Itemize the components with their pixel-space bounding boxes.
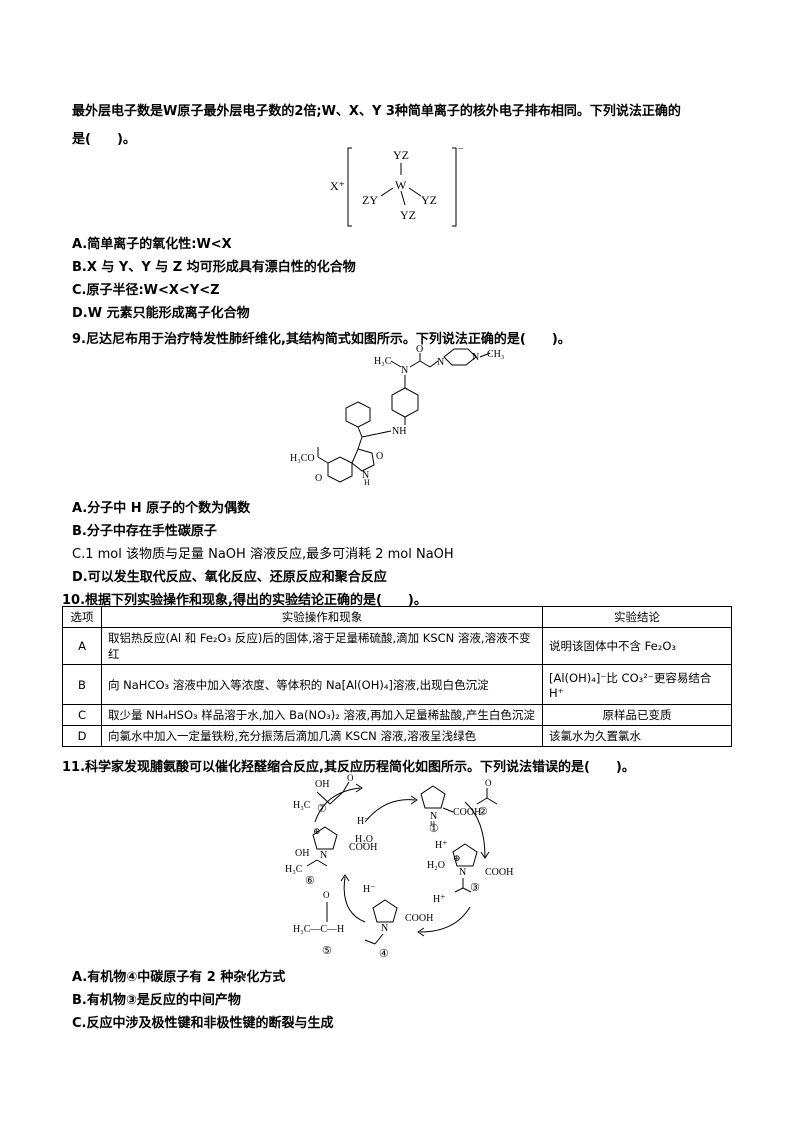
q8-stem-line1: 最外层电子数是W原子最外层电子数的2倍;W、X、Y 3种简单离子的核外电子排布相… bbox=[72, 104, 681, 119]
q10-stem: 10.根据下列实验操作和现象,得出的实验结论正确的是( )。 bbox=[62, 593, 427, 608]
q9-n1: N bbox=[401, 365, 408, 376]
svg-text:H⁺: H⁺ bbox=[435, 840, 448, 851]
svg-text:N: N bbox=[459, 867, 466, 878]
svg-text:N: N bbox=[381, 923, 388, 934]
svg-text:⑥: ⑥ bbox=[305, 875, 315, 887]
svg-text:④: ④ bbox=[379, 948, 389, 960]
svg-text:COOH: COOH bbox=[405, 913, 433, 924]
svg-text:COOH: COOH bbox=[485, 867, 513, 878]
svg-text:H⁻: H⁻ bbox=[357, 816, 370, 827]
row-option: D bbox=[62, 725, 102, 747]
q9-me2: CH₃ bbox=[487, 349, 504, 360]
q11-stem: 11.科学家发现脯氨酸可以催化羟醛缩合反应,其反应历程简化如图所示。下列说法错误… bbox=[62, 760, 635, 775]
svg-text:N: N bbox=[430, 811, 437, 822]
q11-cycle-diagram: N H COOH ① OH H₃C O ⑦ H⁻ H₂O O ② H⁺ H₂O … bbox=[285, 773, 513, 960]
row-conclusion: 说明该固体中不含 Fe₂O₃ bbox=[542, 627, 732, 665]
svg-text:N: N bbox=[320, 850, 327, 861]
table-row: C 取少量 NH₄HSO₃ 样品溶于水,加入 Ba(NO₃)₂ 溶液,再加入足量… bbox=[62, 704, 732, 726]
svg-text:H₂O: H₂O bbox=[427, 860, 445, 871]
row-conclusion: [Al(OH)₄]⁻比 CO₃²⁻更容易结合 H⁺ bbox=[542, 664, 732, 705]
table-row: B 向 NaHCO₃ 溶液中加入等浓度、等体积的 Na[Al(OH)₄]溶液,出… bbox=[62, 664, 732, 705]
q11-option-c: C.反应中涉及极性键和非极性键的断裂与生成 bbox=[72, 1016, 334, 1031]
table-row: D 向氯水中加入一定量铁粉,充分振荡后滴加几滴 KSCN 溶液,溶液呈浅绿色 该… bbox=[62, 725, 732, 747]
header-conclusion: 实验结论 bbox=[542, 606, 732, 628]
q8-option-b: B.X 与 Y、Y 与 Z 均可形成具有漂白性的化合物 bbox=[72, 260, 356, 275]
q8-option-c: C.原子半径:W<X<Y<Z bbox=[72, 283, 220, 298]
svg-text:H₃C: H₃C bbox=[285, 864, 303, 875]
row-option: C bbox=[62, 704, 102, 726]
svg-text:②: ② bbox=[478, 806, 488, 818]
q8-bottom: YZ bbox=[400, 208, 416, 222]
q8-center: W bbox=[395, 178, 407, 192]
header-operation: 实验操作和现象 bbox=[101, 606, 543, 628]
svg-text:①: ① bbox=[429, 823, 439, 835]
q9-h: H bbox=[364, 478, 370, 485]
q9-o2: O bbox=[315, 473, 322, 484]
svg-text:⑦: ⑦ bbox=[317, 803, 327, 815]
svg-text:H₃C: H₃C bbox=[293, 800, 311, 811]
q9-option-d: D.可以发生取代反应、氧化反应、还原反应和聚合反应 bbox=[72, 570, 387, 585]
q9-option-c: C.1 mol 该物质与足量 NaOH 溶液反应,最多可消耗 2 mol NaO… bbox=[72, 547, 454, 562]
svg-text:H⁺: H⁺ bbox=[433, 894, 446, 905]
q9-me1: H₃C bbox=[374, 356, 392, 367]
q9-option-a: A.分子中 H 原子的个数为偶数 bbox=[72, 501, 251, 516]
q9-nh: NH bbox=[392, 426, 406, 437]
q8-right: YZ bbox=[421, 193, 437, 207]
svg-text:O: O bbox=[347, 773, 354, 783]
q9-n2: N bbox=[437, 357, 444, 368]
q11-option-a: A.有机物④中碳原子有 2 种杂化方式 bbox=[72, 970, 286, 985]
svg-text:⊕: ⊕ bbox=[313, 826, 321, 836]
svg-text:COOH: COOH bbox=[349, 842, 377, 853]
q8-charge: − bbox=[458, 144, 464, 155]
q8-option-d: D.W 元素只能形成离子化合物 bbox=[72, 306, 250, 321]
svg-text:H₂O: H₂O bbox=[355, 834, 373, 845]
row-operation: 向 NaHCO₃ 溶液中加入等浓度、等体积的 Na[Al(OH)₄]溶液,出现白… bbox=[101, 664, 543, 705]
svg-text:③: ③ bbox=[470, 882, 480, 894]
table-row: A 取铝热反应(Al 和 Fe₂O₃ 反应)后的固体,溶于足量稀硫酸,滴加 KS… bbox=[62, 627, 732, 665]
q8-structure: X⁺ − YZ W ZY YZ YZ bbox=[330, 144, 464, 227]
row-conclusion: 该氯水为久置氯水 bbox=[542, 725, 732, 747]
svg-text:OH: OH bbox=[295, 848, 309, 859]
svg-text:H⁻: H⁻ bbox=[363, 884, 376, 895]
q9-n3: N bbox=[472, 352, 479, 363]
svg-text:H: H bbox=[430, 820, 435, 828]
q8-top: YZ bbox=[393, 148, 409, 162]
row-option: A bbox=[62, 627, 102, 665]
svg-text:COOH: COOH bbox=[453, 807, 481, 818]
q9-stem: 9.尼达尼布用于治疗特发性肺纤维化,其结构简式如图所示。下列说法正确的是( )。 bbox=[72, 332, 571, 347]
svg-text:O: O bbox=[323, 890, 330, 900]
svg-text:⊕: ⊕ bbox=[453, 853, 461, 863]
q8-cation: X⁺ bbox=[330, 179, 345, 193]
svg-text:O: O bbox=[485, 778, 492, 788]
q9-o3: O bbox=[376, 451, 383, 462]
svg-text:H₃C—C—H: H₃C—C—H bbox=[293, 924, 344, 935]
row-conclusion: 原样品已变质 bbox=[542, 704, 732, 726]
q8-stem-line2: 是( )。 bbox=[72, 132, 136, 147]
q9-option-b: B.分子中存在手性碳原子 bbox=[72, 524, 217, 539]
row-operation: 取少量 NH₄HSO₃ 样品溶于水,加入 Ba(NO₃)₂ 溶液,再加入足量稀盐… bbox=[101, 704, 543, 726]
q9-n4: N bbox=[362, 470, 369, 481]
q10-table: 选项 实验操作和现象 实验结论 A 取铝热反应(Al 和 Fe₂O₃ 反应)后的… bbox=[62, 606, 732, 747]
svg-text:OH: OH bbox=[315, 779, 329, 790]
svg-text:⑤: ⑤ bbox=[322, 945, 332, 957]
row-option: B bbox=[62, 664, 102, 705]
row-operation: 向氯水中加入一定量铁粉,充分振荡后滴加几滴 KSCN 溶液,溶液呈浅绿色 bbox=[101, 725, 543, 747]
row-operation: 取铝热反应(Al 和 Fe₂O₃ 反应)后的固体,溶于足量稀硫酸,滴加 KSCN… bbox=[101, 627, 543, 665]
table-header-row: 选项 实验操作和现象 实验结论 bbox=[62, 606, 732, 628]
q11-option-b: B.有机物③是反应的中间产物 bbox=[72, 993, 241, 1008]
q8-option-a: A.简单离子的氧化性:W<X bbox=[72, 237, 232, 252]
q8-left: ZY bbox=[362, 193, 378, 207]
q9-structure: N H₃C O N N CH₃ NH O N H H₃CO O bbox=[290, 345, 504, 485]
q9-ester: H₃CO bbox=[290, 453, 315, 464]
q9-o1: O bbox=[416, 345, 423, 355]
header-option: 选项 bbox=[62, 606, 102, 628]
